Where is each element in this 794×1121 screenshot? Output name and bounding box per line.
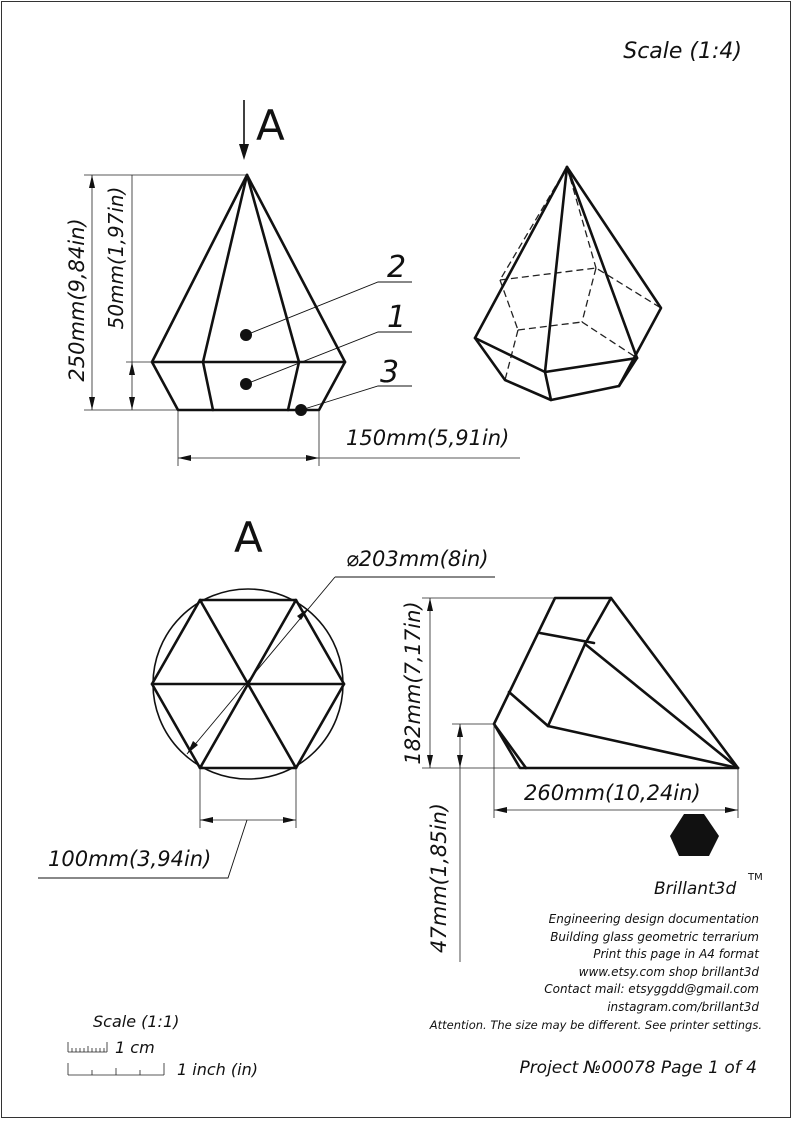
iso-edge [565, 165, 639, 360]
side-edge [507, 690, 550, 728]
brand-logo-gem [670, 814, 719, 856]
dim-small-height: 47mm(1,85in) [427, 803, 451, 953]
arrow [178, 455, 191, 461]
dim-leader [38, 819, 248, 879]
brand-line: Contact mail: etsyggdd@gmail.com [544, 982, 759, 996]
footer-project: Project №00078 Page 1 of 4 [519, 1058, 757, 1078]
front-roof-edge-left [201, 173, 249, 364]
callout-leader-1 [245, 331, 412, 385]
callout-label-1: 1 [387, 300, 406, 335]
arrow [89, 397, 95, 410]
arrow [200, 817, 213, 823]
arrow [283, 817, 296, 823]
arrow [306, 455, 319, 461]
hidden-edge [499, 279, 519, 331]
scale-cm-label: 1 cm [115, 1038, 155, 1057]
scale-inch-label: 1 inch (in) [177, 1060, 258, 1079]
dim-triangle-edge: 100mm(3,94in) [48, 847, 211, 871]
dim-diameter: ⌀203mm(8in) [346, 547, 489, 571]
brand-line: Building glass geometric terrarium [550, 930, 759, 944]
brand-tm: TM [747, 872, 763, 883]
header-scale: Scale (1:4) [623, 39, 742, 64]
dim-total-height: 250mm(9,84in) [65, 218, 89, 381]
arrow [427, 755, 433, 768]
dim-side-length: 260mm(10,24in) [524, 781, 701, 805]
front-roof-edge-right [245, 173, 301, 364]
arrow [89, 175, 95, 188]
top-view: A ⌀203mm(8in) 100mm(3,94in) [38, 513, 495, 879]
front-outline [150, 173, 347, 412]
side-view: 182mm(7,17in) 47mm(1,85in) 260mm(10,24in… [401, 596, 740, 962]
scale-bar: Scale (1:1) 1 cm 1 inch (in) [67, 1012, 258, 1079]
hidden-edge [581, 267, 597, 323]
arrow [494, 807, 507, 813]
arrow [457, 755, 463, 768]
dim-roof-height: 50mm(1,97in) [104, 187, 128, 330]
side-edge [546, 642, 587, 728]
front-base-edge-left [201, 360, 215, 412]
side-edge [538, 631, 596, 645]
view-arrow-head [239, 144, 249, 160]
dim-base-width: 150mm(5,91in) [346, 426, 509, 450]
hidden-edge [499, 267, 662, 309]
scale-bar-title: Scale (1:1) [93, 1012, 179, 1031]
brand-line: instagram.com/brillant3d [607, 1000, 759, 1014]
top-view-marker: A [234, 513, 263, 562]
arrow [297, 608, 309, 620]
arrow [187, 741, 198, 754]
iso-edge [543, 165, 569, 374]
arrow [457, 724, 463, 737]
brand-block: Brillant3d TM Engineering design documen… [429, 872, 763, 1032]
isometric-view [473, 165, 663, 402]
brand-line: Attention. The size may be different. Se… [429, 1018, 762, 1032]
side-edge [583, 642, 740, 770]
brand-name: Brillant3d [654, 879, 736, 899]
arrow [129, 397, 135, 410]
callout-label-3: 3 [380, 355, 399, 390]
front-view: A 2 1 3 250mm(9,84in) [65, 100, 520, 466]
dim-side-height: 182mm(7,17in) [401, 601, 425, 764]
side-edge [492, 722, 528, 770]
arrow [129, 362, 135, 375]
callout-label-2: 2 [387, 250, 406, 285]
arrow [427, 598, 433, 611]
iso-edge [617, 356, 639, 388]
callout-leader-2 [245, 281, 412, 336]
hidden-edge [581, 321, 638, 359]
side-outline [492, 596, 740, 770]
brand-line: www.etsy.com shop brillant3d [579, 965, 760, 979]
brand-line: Print this page in A4 format [593, 947, 760, 961]
callout-leader-3 [300, 385, 412, 411]
brand-line: Engineering design documentation [549, 912, 759, 926]
iso-edge [543, 370, 553, 402]
front-view-marker: A [256, 101, 285, 150]
front-base-edge-right [286, 360, 301, 412]
arrow [725, 807, 738, 813]
diameter-leader [186, 576, 336, 755]
side-edge [583, 596, 613, 646]
side-edge [546, 724, 740, 770]
iso-edge [473, 336, 639, 374]
